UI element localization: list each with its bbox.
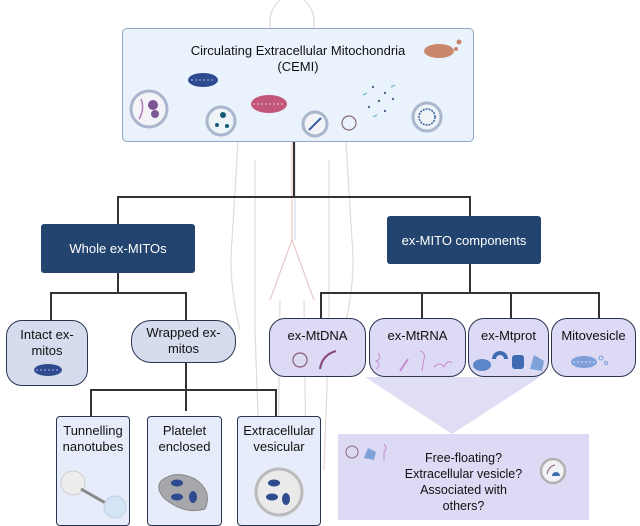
vesicle-with-proteins-icon bbox=[129, 89, 169, 129]
intact-label-line2: mitos bbox=[31, 343, 63, 358]
tunnelling-label-line2: nanotubes bbox=[62, 439, 124, 454]
ex-mtrna-box[interactable]: ex-MtRNA bbox=[369, 318, 466, 377]
mitovesicle-icon bbox=[571, 355, 609, 368]
ex-mtprot-box[interactable]: ex-Mtprot bbox=[468, 318, 549, 377]
wrapped-label-line2: mitos bbox=[167, 341, 200, 356]
ex-mtprot-label: ex-Mtprot bbox=[481, 328, 536, 343]
connector-mtprot bbox=[510, 292, 512, 318]
connector-components-down bbox=[469, 264, 471, 293]
dna-icon bbox=[292, 349, 337, 370]
mitovesicle-box[interactable]: Mitovesicle bbox=[551, 318, 636, 377]
connector-level1-horizontal bbox=[117, 196, 470, 198]
mitochondrion-orange-icon bbox=[424, 39, 462, 58]
connector-wrapped bbox=[185, 292, 187, 320]
connector-whole-down bbox=[117, 273, 119, 293]
platelet-icon bbox=[158, 474, 208, 512]
intact-ex-mitos-box[interactable]: Intact ex- mitos bbox=[6, 320, 88, 386]
mitochondrion-blue-icon bbox=[188, 73, 218, 87]
tunnelling-nanotubes-box[interactable]: Tunnelling nanotubes bbox=[56, 416, 130, 526]
question-box: Free-floating? Extracellular vesicle? As… bbox=[338, 434, 589, 520]
associated-vesicle-icon bbox=[539, 457, 567, 485]
extracellular-vesicular-box[interactable]: Extracellular vesicular bbox=[237, 416, 321, 526]
ex-mtdna-box[interactable]: ex-MtDNA bbox=[269, 318, 366, 377]
ex-mito-components-box[interactable]: ex-MITO components bbox=[387, 216, 541, 264]
connector-tunnelling bbox=[90, 389, 92, 416]
funnel-shape bbox=[365, 377, 540, 434]
extracellular-label-line2: vesicular bbox=[253, 439, 305, 454]
connector-components-vertical bbox=[469, 196, 471, 216]
connector-extracellular bbox=[275, 389, 277, 416]
ex-mito-components-label: ex-MITO components bbox=[401, 232, 527, 248]
wrapped-label-line1: Wrapped ex- bbox=[146, 325, 221, 340]
tunnelling-label-line1: Tunnelling bbox=[63, 423, 123, 438]
whole-ex-mitos-label: Whole ex-MITOs bbox=[69, 241, 167, 256]
cemi-title-line1: Circulating Extracellular Mitochondria bbox=[190, 43, 406, 58]
scattered-particles-icon bbox=[362, 84, 396, 118]
cemi-illustrations bbox=[129, 39, 462, 138]
connector-whole-horizontal bbox=[50, 292, 186, 294]
platelet-label-line2: enclosed bbox=[158, 439, 211, 454]
protein-icon bbox=[473, 351, 544, 371]
connector-wrapped-horizontal bbox=[90, 389, 276, 391]
vesicle-icon bbox=[254, 467, 304, 517]
question-line3: Associated with others? bbox=[420, 483, 507, 513]
mitochondrion-pink-icon bbox=[251, 95, 287, 113]
ex-mtrna-label: ex-MtRNA bbox=[387, 328, 448, 343]
circular-dna-vesicle-icon bbox=[411, 101, 443, 133]
component-icons bbox=[345, 443, 387, 460]
connector-wrapped-down bbox=[185, 363, 187, 411]
mitochondrion-icon bbox=[34, 364, 62, 376]
question-line1: Free-floating? bbox=[424, 451, 503, 465]
connector-mtrna bbox=[421, 292, 423, 318]
vesicle-dots-icon bbox=[205, 105, 237, 137]
nanotube-icon bbox=[60, 470, 127, 519]
mitovesicle-label: Mitovesicle bbox=[561, 328, 626, 343]
whole-ex-mitos-box[interactable]: Whole ex-MITOs bbox=[41, 224, 195, 273]
wrapped-ex-mitos-box[interactable]: Wrapped ex- mitos bbox=[131, 320, 236, 363]
ex-mtdna-label: ex-MtDNA bbox=[287, 328, 348, 343]
connector-mitovesicle bbox=[598, 292, 600, 318]
connector-mtdna bbox=[320, 292, 322, 318]
rna-icon bbox=[374, 350, 453, 372]
platelet-enclosed-box[interactable]: Platelet enclosed bbox=[147, 416, 222, 526]
connector-whole-vertical bbox=[117, 196, 119, 224]
cemi-title-line2: (CEMI) bbox=[277, 59, 319, 74]
question-text: Free-floating? Extracellular vesicle? As… bbox=[398, 450, 529, 514]
cemi-title: Circulating Extracellular Mitochondria (… bbox=[123, 43, 473, 75]
extracellular-label-line1: Extracellular bbox=[243, 423, 315, 438]
dna-vesicle-icon bbox=[301, 110, 329, 138]
platelet-label-line1: Platelet bbox=[162, 423, 207, 438]
cemi-box: Circulating Extracellular Mitochondria (… bbox=[122, 28, 474, 142]
connector-components-horizontal bbox=[320, 292, 599, 294]
intact-label-line1: Intact ex- bbox=[20, 327, 74, 342]
question-line2: Extracellular vesicle? bbox=[404, 467, 523, 481]
connector-root-vertical bbox=[293, 142, 295, 196]
connector-intact bbox=[50, 292, 52, 320]
empty-vesicle-icon bbox=[341, 115, 357, 131]
